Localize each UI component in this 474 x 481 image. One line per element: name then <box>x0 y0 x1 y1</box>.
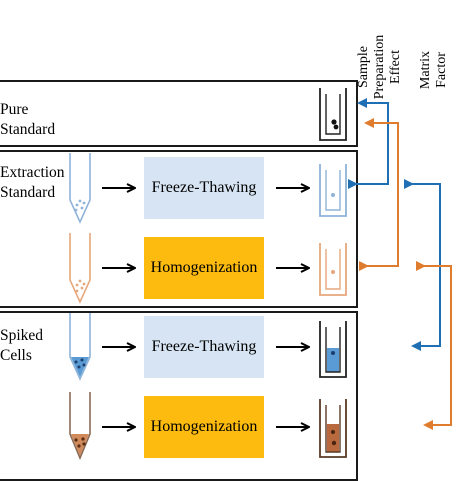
conical-tube-icon <box>69 153 91 224</box>
extraction-standard-label: Extraction Standard <box>0 164 65 201</box>
process-arrow <box>102 188 308 427</box>
homogenization-box: Homogenization <box>144 396 264 458</box>
orange-connector-arrow <box>416 261 452 430</box>
vial-icon <box>319 88 347 141</box>
vial-icon <box>319 321 347 378</box>
freeze-thawing-label: Freeze-Thawing <box>151 338 257 355</box>
vial-icon <box>319 399 347 458</box>
homogenization-label: Homogenization <box>150 259 258 276</box>
homogenization-label: Homogenization <box>150 418 258 435</box>
conical-tube-icon <box>69 313 91 381</box>
orange-connector-arrow <box>359 118 399 271</box>
freeze-thawing-label: Freeze-Thawing <box>151 179 257 196</box>
vial-icon <box>319 164 347 217</box>
freeze-thawing-box: Freeze-Thawing <box>144 316 264 378</box>
homogenization-box: Homogenization <box>144 237 264 299</box>
blue-connector-arrow <box>348 98 389 189</box>
conical-tube-icon <box>69 392 91 461</box>
conical-tube-icon <box>69 233 91 304</box>
spiked-cells-label: Spiked Cells <box>0 327 44 364</box>
pure-standard-label: Pure Standard <box>0 101 56 138</box>
pure-standard-panel <box>0 80 358 147</box>
vial-icon <box>319 243 347 296</box>
freeze-thawing-box: Freeze-Thawing <box>144 157 264 219</box>
